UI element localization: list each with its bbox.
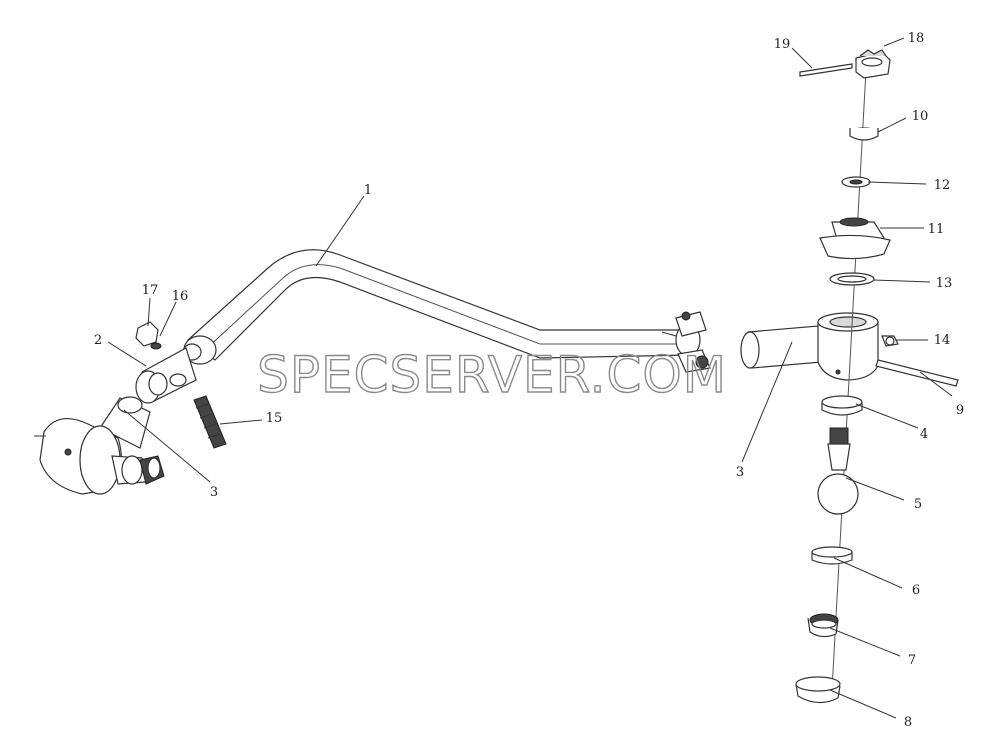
callout-labels: 1 2 3 3 4 5 6 7 8 9 10 11 12 13 14 15 16… — [94, 31, 964, 730]
callout-6: 6 — [912, 583, 920, 598]
callout-10: 10 — [912, 109, 929, 124]
right-joint-housing — [817, 312, 879, 381]
callout-7: 7 — [908, 653, 916, 668]
right-clamp-part — [661, 311, 711, 373]
left-tube-part — [99, 396, 151, 449]
callout-1: 1 — [364, 183, 372, 198]
cotter-pin-9-part — [875, 359, 959, 387]
ring-12-part — [841, 176, 871, 188]
callout-5: 5 — [914, 497, 922, 512]
dust-boot-part — [819, 217, 891, 260]
callout-19: 19 — [774, 37, 791, 52]
washer-10-part — [849, 127, 879, 141]
callout-3-right: 3 — [736, 465, 744, 480]
callout-13: 13 — [936, 276, 953, 291]
callout-14: 14 — [934, 333, 951, 348]
spring-seat-part — [807, 613, 839, 638]
callout-17: 17 — [142, 283, 159, 298]
end-cap-part — [795, 676, 841, 704]
right-tube-part — [740, 325, 823, 369]
callout-12: 12 — [934, 178, 951, 193]
ring-6-part — [811, 546, 853, 565]
assembly-axis — [831, 69, 867, 691]
callout-15: 15 — [266, 411, 283, 426]
callout-11: 11 — [928, 222, 945, 237]
left-tie-rod-end — [34, 417, 165, 495]
callout-2: 2 — [94, 333, 102, 348]
callout-9: 9 — [956, 403, 964, 418]
cotter-pin-19-part — [799, 63, 853, 77]
castle-nut-part — [855, 49, 891, 79]
watermark: SPECSERVER.COM — [257, 346, 727, 404]
clamp-bolt-part — [193, 395, 227, 449]
callout-3-left: 3 — [210, 485, 218, 500]
bushing-4-part — [821, 395, 863, 416]
ball-stud-part — [817, 427, 859, 515]
callout-16: 16 — [172, 289, 189, 304]
callout-18: 18 — [908, 31, 925, 46]
callout-4: 4 — [920, 427, 928, 442]
grease-fitting-part — [881, 335, 899, 347]
callout-8: 8 — [904, 715, 912, 730]
left-clamp-part — [135, 335, 217, 404]
washer-13-part — [829, 272, 875, 286]
clamp-nut-part — [135, 321, 162, 350]
tie-rod-part — [187, 249, 691, 361]
leader-lines — [107, 37, 953, 719]
